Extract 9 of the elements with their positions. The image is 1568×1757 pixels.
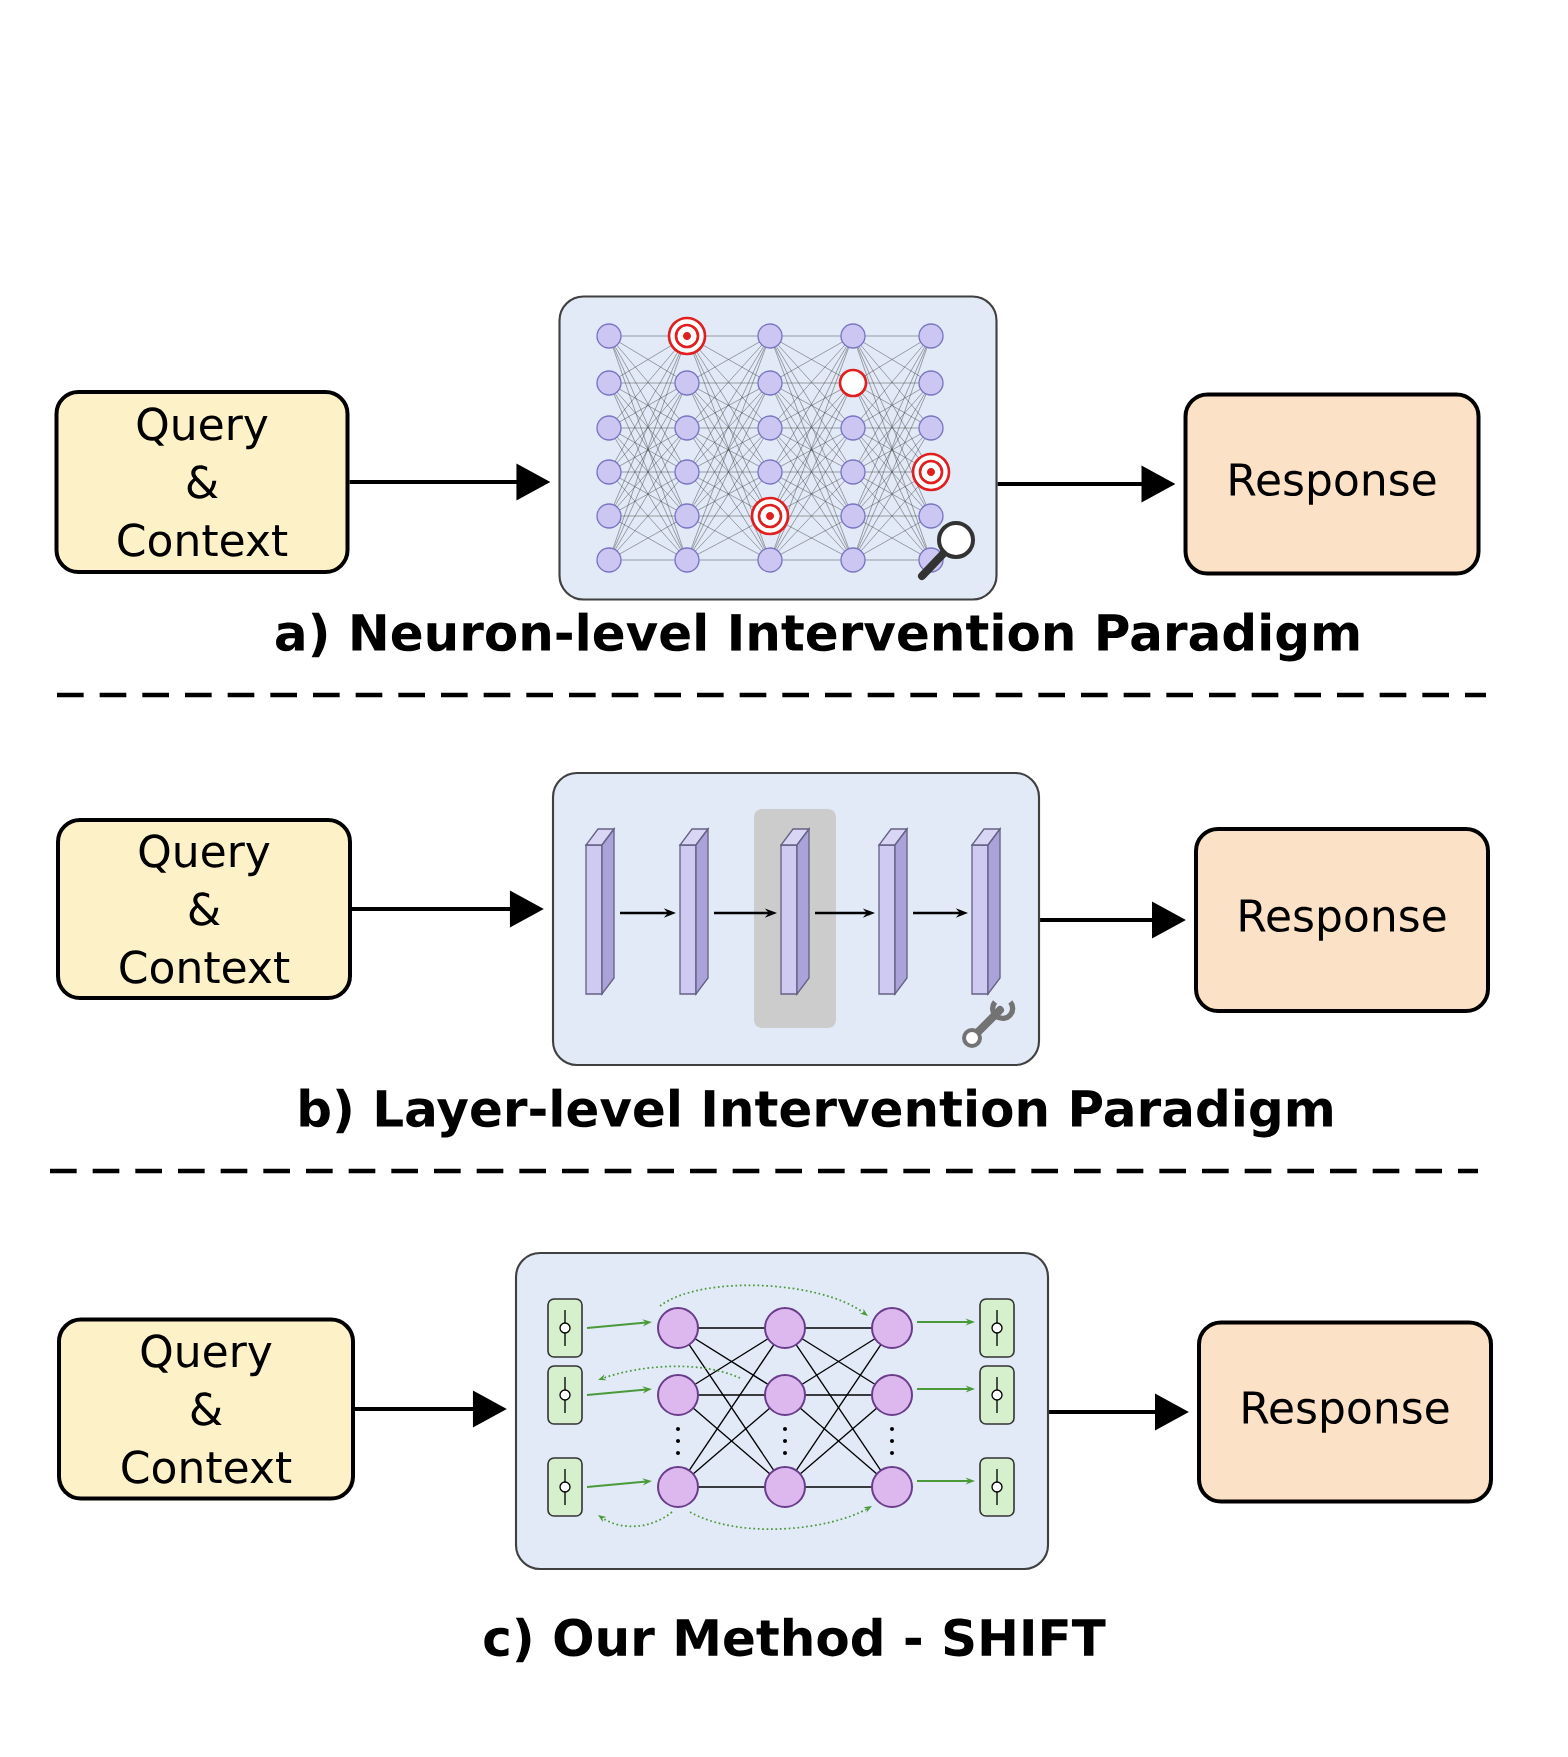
- text-box: Response: [1197, 1320, 1493, 1504]
- panel-caption: c) Our Method - SHIFT: [484, 1617, 1106, 1663]
- panel-caption: b) Layer-level Intervention Paradigm: [300, 1088, 1332, 1138]
- text-box: Query & Context: [54, 390, 350, 574]
- text-box: Query & Context: [57, 1317, 355, 1501]
- text-box: Response: [1183, 392, 1481, 576]
- panel-caption: a) Neuron-level Intervention Paradigm: [276, 612, 1359, 662]
- text-box: Response: [1194, 827, 1490, 1013]
- text-box: Query & Context: [56, 818, 352, 1000]
